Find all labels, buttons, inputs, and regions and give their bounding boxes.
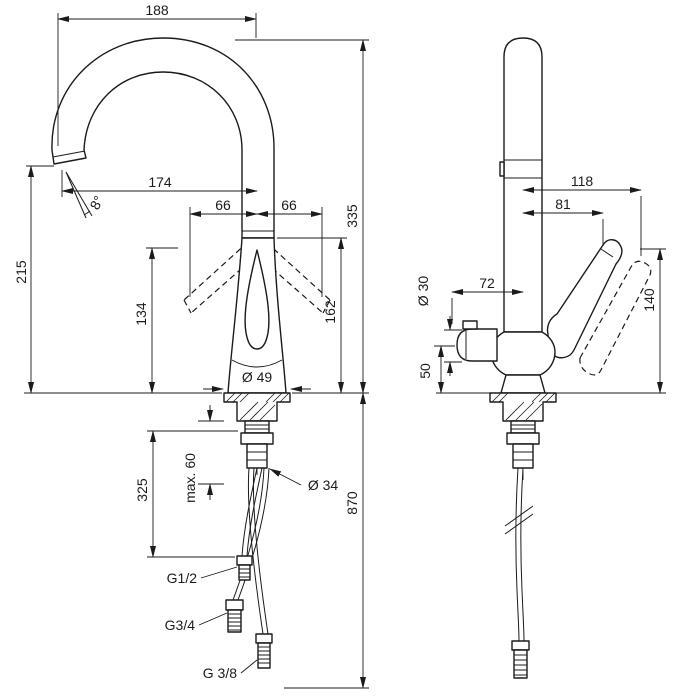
- dim-dia34-label: Ø 34: [308, 477, 339, 493]
- mounting-nut: [240, 432, 274, 445]
- dim-870-label: 870: [344, 491, 360, 515]
- dim-8deg-label: 8°: [86, 193, 106, 212]
- dim-188-label: 188: [145, 2, 169, 18]
- base-cone: [500, 374, 546, 394]
- front-view: 188 174 66 66 215 8° 134 162 335 Ø 49 32…: [13, 2, 369, 689]
- supply-hose-side: [504, 467, 534, 679]
- connector-side: [511, 640, 530, 679]
- label-mask: [233, 371, 281, 385]
- flange-hatching: [225, 392, 290, 421]
- base-flange: [223, 392, 291, 422]
- thread-g12-label: G1/2: [167, 570, 198, 586]
- aerator-ring: [499, 161, 505, 177]
- hose-side: [515, 467, 525, 642]
- body-lower-curve: [231, 359, 283, 368]
- hose-g34: [232, 467, 270, 601]
- side-valve-knob: [456, 328, 498, 362]
- dim-174-label: 174: [148, 174, 172, 190]
- dim-134-label: 134: [133, 302, 149, 326]
- break-symbol: [504, 505, 534, 535]
- aerator-lines: [504, 159, 542, 179]
- swivel-range-dashed: [183, 241, 331, 314]
- dim-max60-label: max. 60: [182, 453, 198, 503]
- dim-140-label: 140: [641, 288, 657, 312]
- thread-label-leaders: [198, 566, 258, 674]
- dim-162-label: 162: [322, 300, 338, 324]
- swivel-bulge: [490, 331, 556, 376]
- connector-g34: [225, 599, 244, 633]
- side-dimensions: 118 81 72 Ø 30 50 140: [415, 173, 666, 394]
- dim-50-label: 50: [417, 363, 433, 379]
- dim-325-label: 325: [134, 478, 150, 502]
- connector-g38: [255, 633, 273, 669]
- handle-lever: [546, 239, 623, 359]
- front-dimensions: 188 174 66 66 215 8° 134 162 335 Ø 49 32…: [13, 2, 369, 689]
- handle-cap-line: [600, 248, 614, 258]
- angle-indicator: [65, 171, 93, 219]
- dim-dia49-label: Ø 49: [242, 369, 273, 385]
- supply-hoses: [232, 467, 270, 635]
- hose-connectors: [225, 555, 273, 669]
- mounting-shank-side: [506, 420, 540, 469]
- handle-outline: [546, 239, 623, 359]
- hose-g12: [241, 467, 263, 557]
- leader-dia34: [269, 468, 302, 486]
- dim-dia30-label: Ø 30: [415, 276, 431, 307]
- thread-g34-label: G3/4: [165, 617, 196, 633]
- dim-66-right-label: 66: [281, 197, 297, 213]
- flange-outline: [223, 392, 291, 422]
- mounting-shank: [240, 420, 274, 469]
- dim-335-label: 335: [344, 204, 360, 228]
- dim-215-label: 215: [13, 260, 29, 284]
- thread-g38-label: G 3/8: [203, 665, 237, 681]
- spout: [51, 37, 275, 239]
- connector-g12: [236, 555, 253, 581]
- dim-72-label: 72: [479, 275, 495, 291]
- dim-81-label: 81: [555, 196, 571, 212]
- dim-118-label: 118: [571, 173, 594, 189]
- body-side: [456, 320, 556, 394]
- base-flange-side: [489, 392, 557, 422]
- valve-tab: [462, 320, 478, 330]
- side-view: 118 81 72 Ø 30 50 140: [415, 37, 666, 679]
- body-teardrop: [244, 249, 270, 350]
- dim-66-left-label: 66: [215, 197, 231, 213]
- aerator-seam: [52, 150, 86, 158]
- mounting-nut-side: [506, 432, 540, 445]
- handle-dashed-position: [579, 260, 652, 376]
- flange-hatching-side: [491, 392, 556, 421]
- spout-column: [499, 37, 543, 333]
- column-outline: [503, 37, 543, 333]
- spout-outline: [51, 37, 275, 239]
- faucet-body: [227, 237, 287, 394]
